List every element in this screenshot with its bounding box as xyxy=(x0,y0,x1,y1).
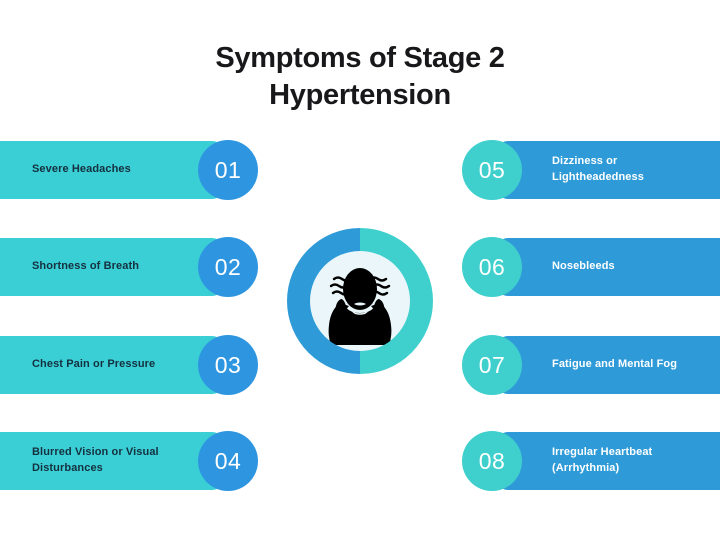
symptom-label-line-1: Severe Headaches xyxy=(32,163,131,176)
symptom-label-line-2: Lightheadedness xyxy=(552,171,644,183)
symptom-label: Shortness of Breath xyxy=(32,238,190,296)
symptom-label-line-1: Fatigue and Mental Fog xyxy=(552,358,678,371)
symptom-label: Blurred Vision or Visual Disturbances xyxy=(32,432,190,490)
symptom-row-08[interactable]: Irregular Heartbeat (Arrhythmia) 08 xyxy=(462,431,720,491)
symptom-bar xyxy=(0,238,224,296)
symptom-label: Fatigue and Mental Fog xyxy=(552,336,688,394)
symptom-label-line-2: Disturbances xyxy=(32,462,103,474)
page-title: Symptoms of Stage 2 Hypertension xyxy=(0,40,720,114)
symptom-bar xyxy=(496,336,720,394)
symptom-label-line-1: Nosebleeds xyxy=(552,260,615,273)
symptom-row-01[interactable]: Severe Headaches 01 xyxy=(0,140,258,200)
symptom-label-line-1: Irregular Heartbeat xyxy=(552,446,653,459)
symptom-number-badge: 04 xyxy=(198,431,258,491)
symptom-row-05[interactable]: Dizziness or Lightheadedness 05 xyxy=(462,140,720,200)
symptom-bar xyxy=(0,432,224,490)
symptom-number-badge: 05 xyxy=(462,140,522,200)
symptom-label-line-2: (Arrhythmia) xyxy=(552,462,620,474)
symptom-label: Chest Pain or Pressure xyxy=(32,336,190,394)
symptom-bar xyxy=(0,141,224,199)
symptom-number-badge: 02 xyxy=(198,237,258,297)
person-holding-head-icon xyxy=(328,268,392,345)
symptom-label: Severe Headaches xyxy=(32,141,190,199)
medallion-inner-disc xyxy=(310,251,410,351)
symptom-label: Dizziness or Lightheadedness xyxy=(552,141,688,199)
symptom-label-line-1: Shortness of Breath xyxy=(32,260,140,273)
symptom-row-02[interactable]: Shortness of Breath 02 xyxy=(0,237,258,297)
symptom-row-07[interactable]: Fatigue and Mental Fog 07 xyxy=(462,335,720,395)
symptom-label: Nosebleeds xyxy=(552,238,688,296)
symptom-row-06[interactable]: Nosebleeds 06 xyxy=(462,237,720,297)
symptom-label-line-1: Chest Pain or Pressure xyxy=(32,358,156,371)
symptom-number-badge: 07 xyxy=(462,335,522,395)
symptom-bar xyxy=(496,432,720,490)
center-medallion xyxy=(287,228,433,374)
page-title-line-2: Hypertension xyxy=(269,79,451,112)
symptom-number-badge: 01 xyxy=(198,140,258,200)
symptom-bar xyxy=(0,336,224,394)
symptom-number-badge: 06 xyxy=(462,237,522,297)
page-title-line-1: Symptoms of Stage 2 xyxy=(215,42,505,74)
symptom-label-line-1: Dizziness or xyxy=(552,155,618,168)
symptom-label-line-1: Blurred Vision or Visual xyxy=(32,446,159,459)
symptom-bar xyxy=(496,238,720,296)
symptom-row-03[interactable]: Chest Pain or Pressure 03 xyxy=(0,335,258,395)
symptom-number-badge: 03 xyxy=(198,335,258,395)
symptom-row-04[interactable]: Blurred Vision or Visual Disturbances 04 xyxy=(0,431,258,491)
symptom-label: Irregular Heartbeat (Arrhythmia) xyxy=(552,432,688,490)
symptom-number-badge: 08 xyxy=(462,431,522,491)
symptom-bar xyxy=(496,141,720,199)
